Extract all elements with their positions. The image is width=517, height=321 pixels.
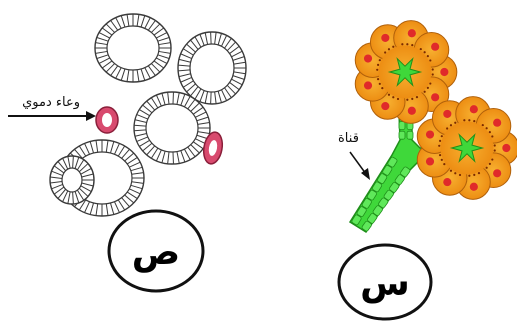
- panel-label-right-text: س: [360, 263, 410, 304]
- panel-label-right: س: [339, 245, 431, 319]
- duct-label: قناة: [338, 131, 359, 146]
- follicle: [178, 32, 246, 104]
- endocrine-gland-illustration: وعاء دموي ص: [8, 14, 246, 291]
- blood-vessel: [96, 107, 118, 133]
- panel-label-left: ص: [109, 211, 203, 291]
- vessel-label: وعاء دموي: [22, 95, 80, 110]
- exocrine-gland-illustration: قناة س: [338, 21, 517, 319]
- follicle: [134, 92, 210, 164]
- duct-pointer-arrow: [350, 152, 370, 180]
- vessel-pointer-arrow: [8, 111, 96, 121]
- follicle: [95, 14, 171, 82]
- panel-label-left-text: ص: [132, 232, 180, 273]
- follicle: [50, 156, 94, 204]
- acinus-right: [417, 97, 517, 200]
